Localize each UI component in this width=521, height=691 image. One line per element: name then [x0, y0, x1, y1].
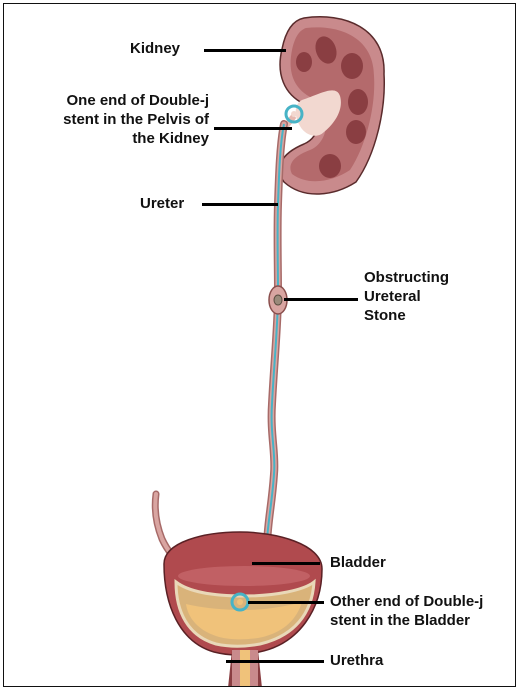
- label-stent-bladder-line-1: Other end of Double-j: [330, 592, 483, 611]
- leader-stent-bladder: [248, 601, 324, 604]
- label-stent-bladder-line-2: stent in the Bladder: [330, 611, 483, 630]
- label-stent-pelvis: One end of Double-j stent in the Pelvis …: [7, 91, 209, 148]
- leader-stent-pelvis: [214, 127, 292, 130]
- label-kidney: Kidney: [130, 39, 180, 58]
- leader-stone: [284, 298, 358, 301]
- leader-bladder: [252, 562, 320, 565]
- diagram-frame: Kidney One end of Double-j stent in the …: [3, 3, 516, 687]
- label-stent-pelvis-line-3: the Kidney: [7, 129, 209, 148]
- label-bladder: Bladder: [330, 553, 386, 572]
- label-stone: Obstructing Ureteral Stone: [364, 268, 449, 325]
- label-stent-bladder: Other end of Double-j stent in the Bladd…: [330, 592, 483, 630]
- label-stent-pelvis-line-1: One end of Double-j: [7, 91, 209, 110]
- leader-ureter: [202, 203, 278, 206]
- label-stone-line-1: Obstructing: [364, 268, 449, 287]
- label-stone-line-2: Ureteral: [364, 287, 449, 306]
- label-urethra: Urethra: [330, 651, 383, 670]
- leader-kidney: [204, 49, 286, 52]
- leader-urethra: [226, 660, 324, 663]
- label-ureter: Ureter: [140, 194, 184, 213]
- label-stent-pelvis-line-2: stent in the Pelvis of: [7, 110, 209, 129]
- label-stone-line-3: Stone: [364, 306, 449, 325]
